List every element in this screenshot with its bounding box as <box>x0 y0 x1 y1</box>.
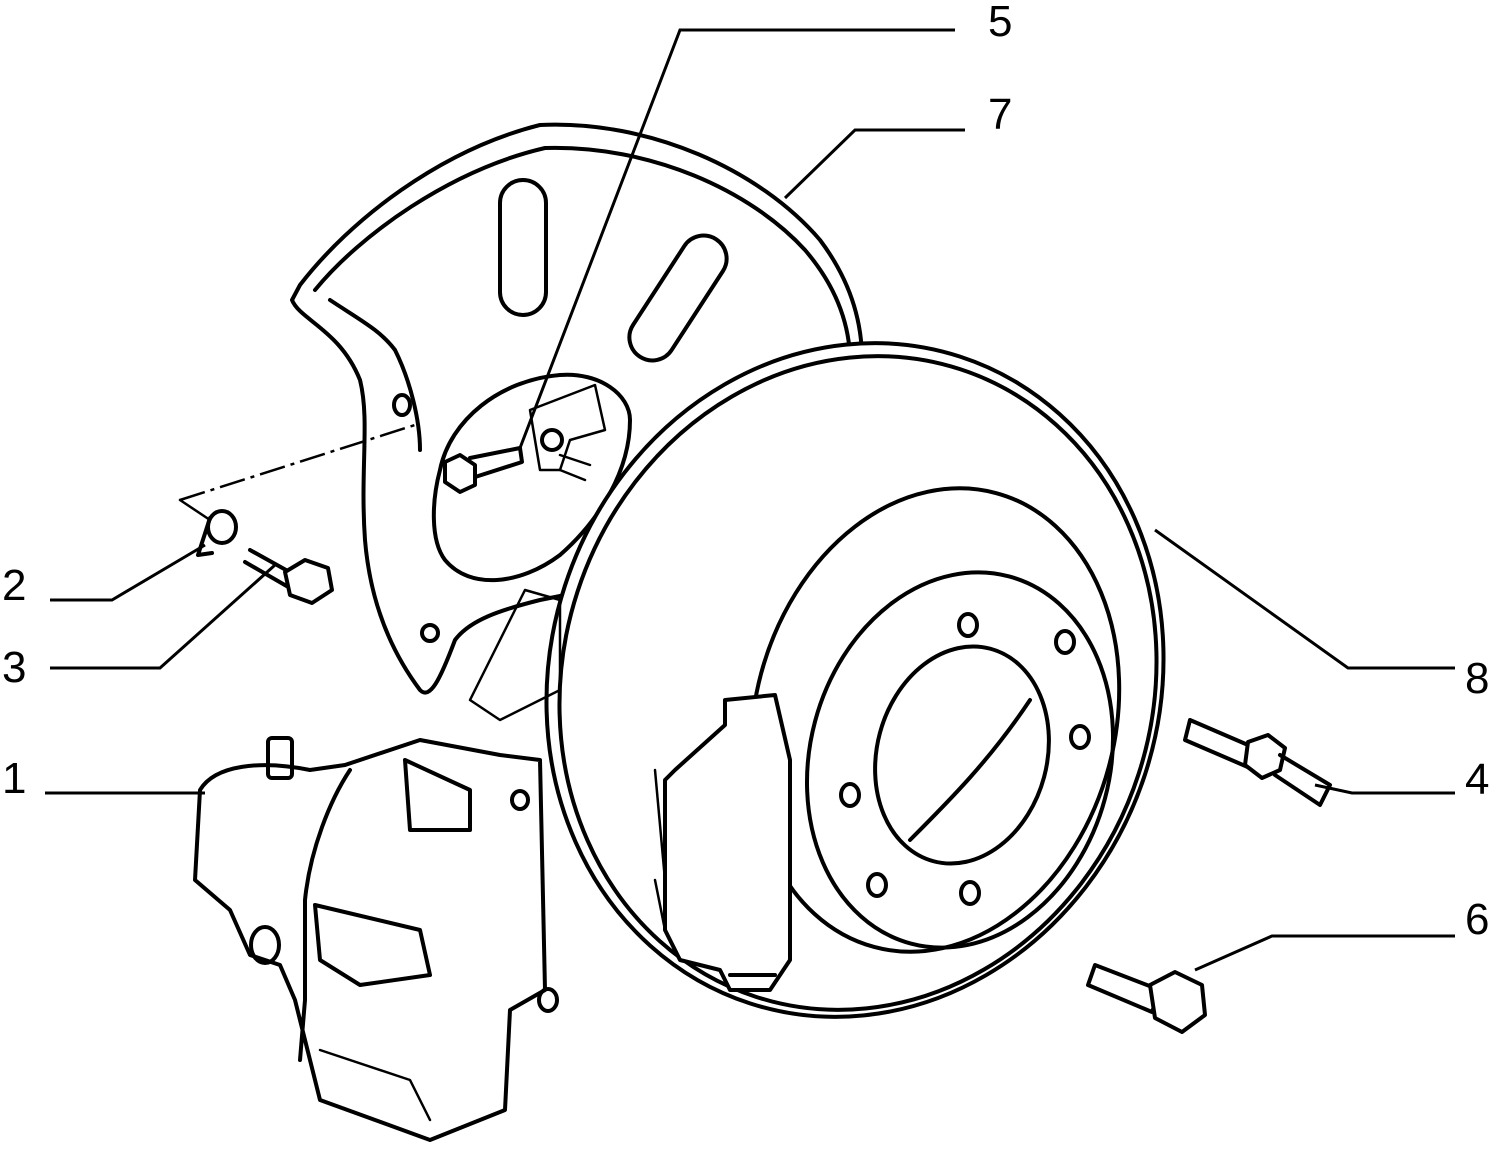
stud <box>1183 718 1332 807</box>
brake-pad <box>653 693 792 992</box>
brake-caliper <box>193 588 562 1142</box>
leader-5 <box>518 28 955 449</box>
callout-6: 6 <box>1465 895 1490 944</box>
callout-3: 3 <box>2 643 27 692</box>
callout-2: 2 <box>2 561 27 610</box>
clip <box>196 509 238 557</box>
caliper-bolt <box>243 548 334 605</box>
dust-shield <box>290 122 864 695</box>
callout-4: 4 <box>1465 755 1490 804</box>
leader-7 <box>783 128 965 200</box>
callout-8: 8 <box>1465 654 1490 703</box>
leader-6 <box>1194 934 1455 972</box>
hex-bolt <box>1086 963 1207 1034</box>
callout-1: 1 <box>2 754 27 803</box>
callout-5: 5 <box>988 0 1013 46</box>
leader-2 <box>50 543 206 602</box>
leader-8 <box>1154 528 1455 670</box>
leader-lines <box>45 28 1455 972</box>
leader-3 <box>50 563 277 670</box>
shield-screw <box>443 446 524 494</box>
callout-7: 7 <box>988 90 1013 139</box>
leader-4 <box>1314 783 1455 795</box>
